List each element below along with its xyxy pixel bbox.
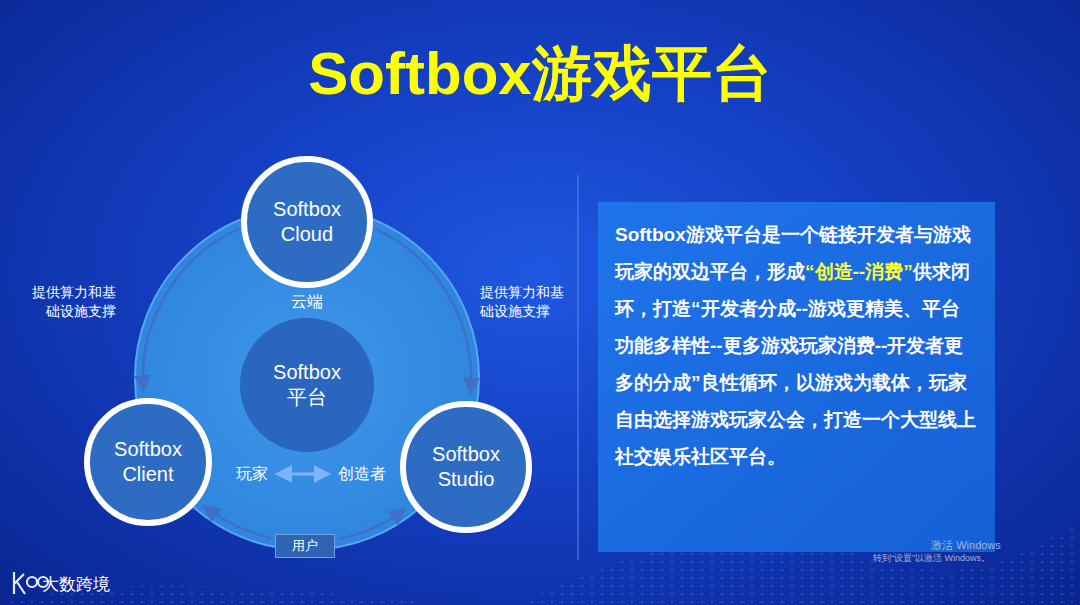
divider-line [577, 175, 579, 560]
role-label: 创造者 [338, 464, 386, 485]
text-panel: Softbox游戏平台是一个链接开发者与游戏玩家的双边平台，形成“创造--消费”… [598, 202, 995, 552]
text-panel-ground [598, 202, 995, 552]
node-text: Softbox游戏平台是一个链接开发者与游戏玩家的双边平台，形成“创造--消费”… [615, 216, 978, 475]
node-label: Softbox 平台 [263, 360, 351, 410]
node-label: Softbox Cloud [255, 197, 359, 247]
slide-title: Softbox游戏平台 [0, 38, 1080, 110]
edge-label: 提供算力和基础设施支撑 [28, 283, 116, 321]
ring-arrow [339, 510, 404, 539]
platform-circle: Softbox Client [84, 398, 212, 526]
node-label: 用户 [292, 538, 318, 554]
region-label: 云端 [291, 292, 323, 313]
ring-arrow [375, 229, 471, 392]
platform-circle: Softbox 平台 [240, 318, 374, 452]
double-arrow [278, 473, 328, 476]
role-label: 玩家 [236, 464, 268, 485]
edge-label: 提供算力和基础设施支撑 [480, 283, 568, 321]
node-label: Softbox Studio [414, 442, 518, 492]
watermark: 转到“设置”以激活 Windows。 [873, 552, 990, 565]
user-box: 用户 [275, 534, 335, 558]
node-text: Softbox 平台 [263, 360, 351, 410]
node-text: 用户 [292, 538, 318, 554]
node-text: Softbox Client [98, 437, 198, 487]
ring-arrow [143, 229, 239, 389]
node-text: Softbox Studio [414, 442, 518, 492]
node-text: Softbox Cloud [255, 197, 359, 247]
logo-text: 大数跨境 [42, 573, 110, 596]
node-label: Softbox Client [98, 437, 198, 487]
highlight-text: “创造--消费” [805, 261, 913, 282]
panel-text: 供求闭环，打造“开发者分成--游戏更精美、平台功能多样性--更多游戏玩家消费--… [615, 261, 976, 467]
watermark: 激活 Windows [931, 538, 1001, 553]
platform-circle: Softbox Cloud [241, 156, 372, 287]
ring-arrow [205, 507, 271, 538]
platform-circle: Softbox Studio [400, 401, 531, 532]
